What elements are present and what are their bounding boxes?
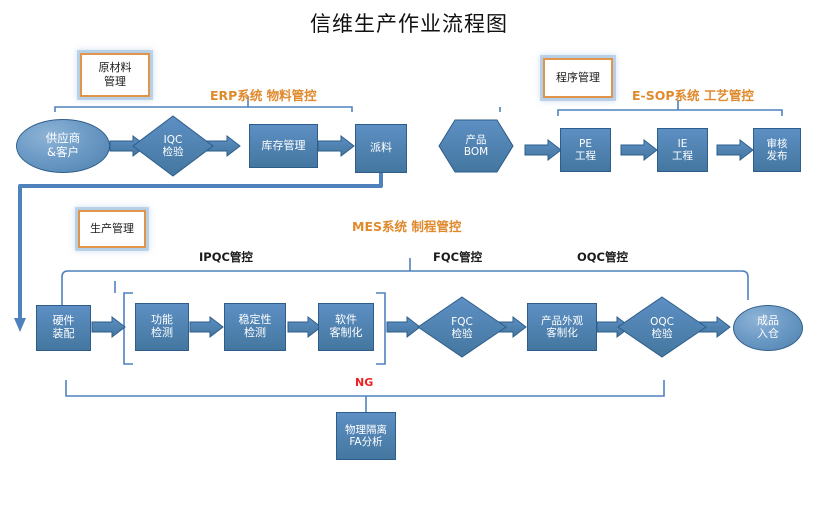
node-dispatch[interactable]: 派料 <box>355 124 407 173</box>
caption-mes: MES系统 制程管控 <box>352 219 462 234</box>
node-supplier-label: 供应商&客户 <box>45 131 81 159</box>
caption-esop: E-SOP系统 工艺管控 <box>632 88 754 103</box>
node-assembly[interactable]: 硬件装配 <box>36 305 91 351</box>
caption-fqc: FQC管控 <box>433 250 483 264</box>
node-function-label: 功能检测 <box>151 313 173 339</box>
node-review-label: 审核发布 <box>766 137 788 162</box>
tag-production[interactable]: 生产管理 <box>78 210 146 248</box>
node-inventory[interactable]: 库存管理 <box>249 124 318 168</box>
node-inventory-label: 库存管理 <box>261 138 306 152</box>
node-dispatch-label: 派料 <box>370 141 392 155</box>
node-software[interactable]: 软件客制化 <box>318 303 374 351</box>
node-software-label: 软件客制化 <box>329 313 363 339</box>
caption-oqc: OQC管控 <box>577 250 628 264</box>
tag-program[interactable]: 程序管理 <box>543 58 613 98</box>
node-stability[interactable]: 稳定性检测 <box>224 303 286 351</box>
caption-erp: ERP系统 物料管控 <box>210 88 317 103</box>
node-warehouse-label: 成品入仓 <box>757 314 779 340</box>
node-appearance-label: 产品外观客制化 <box>541 314 583 339</box>
node-stability-label: 稳定性检测 <box>238 313 272 339</box>
node-supplier[interactable]: 供应商&客户 <box>16 119 110 173</box>
caption-ipqc: IPQC管控 <box>199 250 253 264</box>
caption-ng: NG <box>355 376 374 389</box>
tag-raw-material[interactable]: 原材料管理 <box>80 53 150 97</box>
page-title: 信维生产作业流程图 <box>310 12 508 36</box>
node-assembly-label: 硬件装配 <box>52 314 75 340</box>
node-appearance[interactable]: 产品外观客制化 <box>527 303 597 351</box>
tag-production-label: 生产管理 <box>90 222 134 236</box>
tag-raw-material-label: 原材料管理 <box>98 61 132 88</box>
node-review[interactable]: 审核发布 <box>753 128 801 172</box>
node-function[interactable]: 功能检测 <box>135 303 189 351</box>
tag-program-label: 程序管理 <box>556 71 600 85</box>
node-warehouse[interactable]: 成品入仓 <box>733 305 803 351</box>
